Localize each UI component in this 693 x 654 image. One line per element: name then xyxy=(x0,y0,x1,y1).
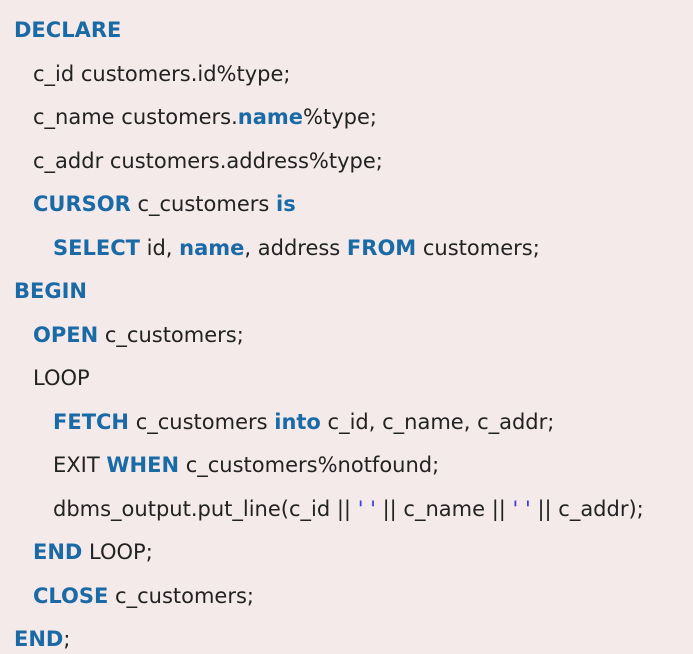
code-line: CLOSE c_customers; xyxy=(33,581,254,611)
code-line: END LOOP; xyxy=(33,537,153,567)
code-line: LOOP xyxy=(33,363,90,393)
keyword-token: END xyxy=(33,540,83,564)
code-token: c_customers%notfound; xyxy=(179,453,440,477)
code-token: c_customers; xyxy=(98,323,244,347)
code-token: c_customers; xyxy=(108,584,255,608)
code-token: customers; xyxy=(416,236,540,260)
code-token: c_name customers. xyxy=(33,105,238,129)
keyword-token: name xyxy=(179,236,245,260)
code-line: SELECT id, name, address FROM customers; xyxy=(53,233,540,263)
code-line: FETCH c_customers into c_id, c_name, c_a… xyxy=(53,407,554,437)
code-token: LOOP; xyxy=(82,540,153,564)
code-line: CURSOR c_customers is xyxy=(33,189,296,219)
code-line: dbms_output.put_line(c_id || ' ' || c_na… xyxy=(53,494,644,524)
code-line: EXIT WHEN c_customers%notfound; xyxy=(53,450,439,480)
keyword-token: BEGIN xyxy=(14,279,87,303)
code-line: END; xyxy=(14,624,70,654)
code-token: || c_name || xyxy=(375,497,513,521)
code-token: id, xyxy=(139,236,180,260)
keyword-token: OPEN xyxy=(33,323,99,347)
code-token: c_customers xyxy=(129,410,275,434)
code-line: c_name customers.name%type; xyxy=(33,102,377,132)
code-line: OPEN c_customers; xyxy=(33,320,244,350)
code-token: c_customers xyxy=(130,192,277,216)
code-line: c_addr customers.address%type; xyxy=(33,146,383,176)
code-line: BEGIN xyxy=(14,276,87,306)
keyword-token: END xyxy=(14,627,64,651)
code-token: EXIT xyxy=(53,453,107,477)
code-token: c_id customers.id%type; xyxy=(33,62,291,86)
code-token: c_addr customers.address%type; xyxy=(33,149,383,173)
code-token: c_id, c_name, c_addr; xyxy=(320,410,555,434)
keyword-token: WHEN xyxy=(106,453,180,477)
string-token: ' ' xyxy=(357,497,376,521)
code-line: c_id customers.id%type; xyxy=(33,59,291,89)
code-token: || c_addr); xyxy=(530,497,644,521)
keyword-token: into xyxy=(274,410,321,434)
code-token: LOOP xyxy=(33,366,90,390)
keyword-token: SELECT xyxy=(53,236,140,260)
keyword-token: name xyxy=(237,105,304,129)
keyword-token: is xyxy=(276,192,296,216)
keyword-token: CURSOR xyxy=(33,192,131,216)
code-token: , address xyxy=(244,236,347,260)
keyword-token: FETCH xyxy=(53,410,130,434)
code-line: DECLARE xyxy=(14,15,121,45)
keyword-token: DECLARE xyxy=(14,18,122,42)
code-token: %type; xyxy=(303,105,377,129)
keyword-token: CLOSE xyxy=(33,584,109,608)
code-token: ; xyxy=(63,627,71,651)
keyword-token: FROM xyxy=(346,236,417,260)
code-token: dbms_output.put_line(c_id || xyxy=(53,497,358,521)
string-token: ' ' xyxy=(512,497,531,521)
